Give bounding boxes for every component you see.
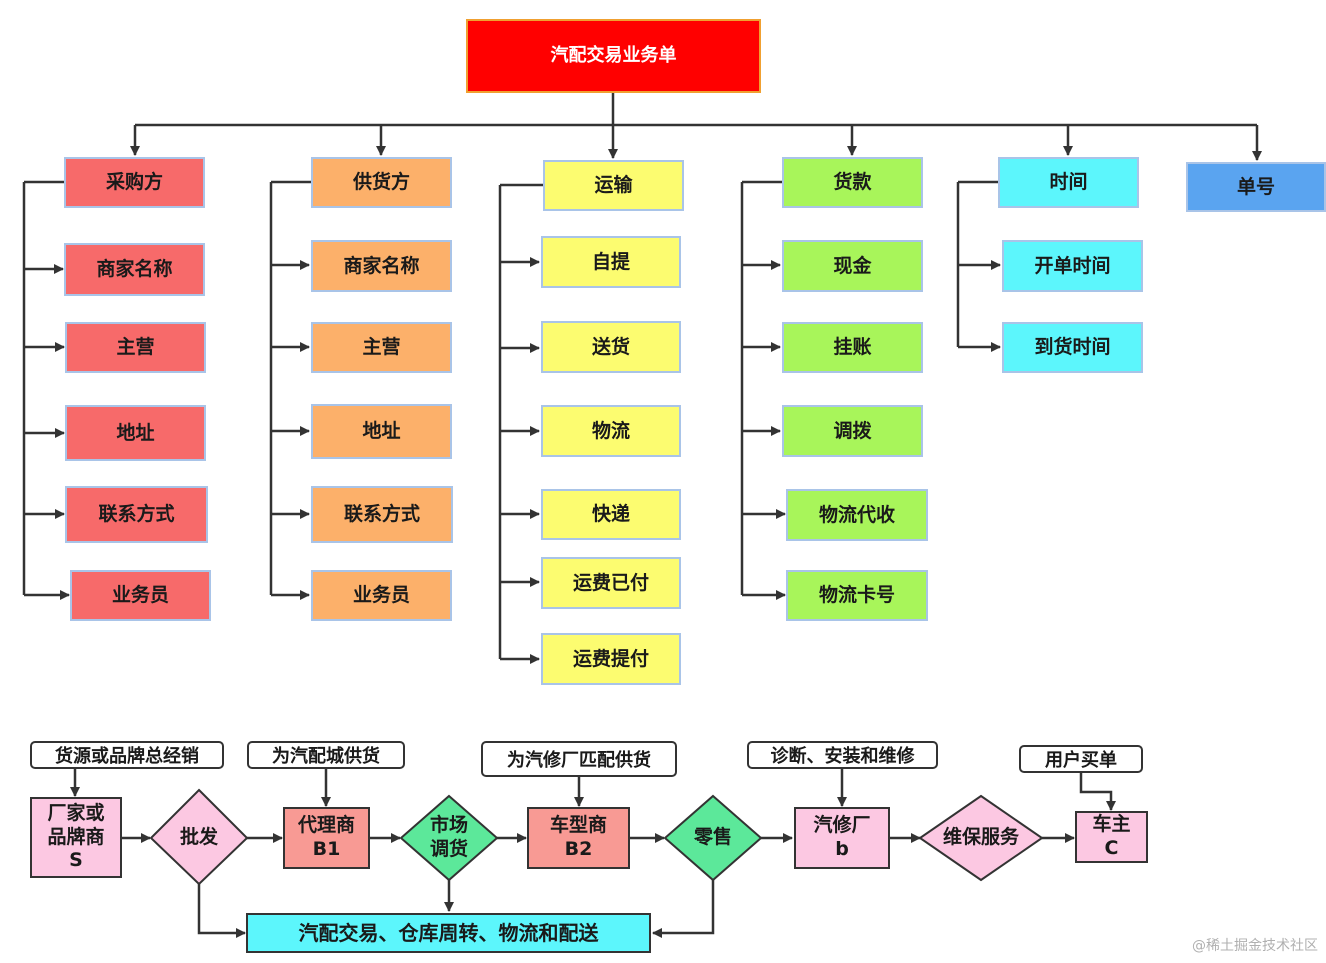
transport-title: 运输 (543, 160, 684, 211)
dealer-box: 车型商 B2 (527, 807, 630, 869)
market-line: 调货 (429, 838, 468, 860)
bottom-bar: 汽配交易、仓库周转、物流和配送 (246, 913, 651, 953)
market-diamond (399, 794, 499, 882)
market-label: 市场 调货 (415, 812, 483, 864)
agent-box: 代理商 B1 (283, 807, 370, 869)
market-line: 市场 (429, 814, 468, 837)
transport-item: 自提 (541, 236, 681, 288)
payment-item: 现金 (782, 240, 923, 292)
payment-item: 物流代收 (786, 489, 928, 541)
supplier-title: 供货方 (311, 157, 452, 208)
transport-item: 运费提付 (541, 633, 681, 685)
time-item: 到货时间 (1002, 322, 1143, 373)
buyer-item: 地址 (65, 405, 206, 461)
wholesale-label: 批发 (179, 826, 218, 849)
buyer-item: 联系方式 (65, 486, 208, 543)
manufacturer-line: 厂家或 (47, 801, 105, 824)
note-match: 为汽修厂匹配供货 (481, 741, 677, 777)
payment-item: 调拨 (782, 405, 923, 457)
supplier-item: 业务员 (311, 570, 452, 621)
agent-line: B1 (312, 838, 341, 860)
manufacturer-box: 厂家或 品牌商 S (30, 797, 122, 878)
transport-item: 运费已付 (541, 557, 681, 609)
wholesale-diamond (149, 788, 249, 886)
supplier-item: 地址 (311, 404, 452, 459)
manufacturer-line: 品牌商 (47, 825, 105, 848)
retail-label: 零售 (693, 826, 732, 849)
note-source: 货源或品牌总经销 (30, 741, 224, 769)
watermark: @稀土掘金技术社区 (1192, 938, 1318, 954)
dealer-line: B2 (564, 838, 593, 860)
owner-line: C (1104, 837, 1119, 859)
dealer-line: 车型商 (549, 814, 607, 837)
transport-item: 送货 (541, 321, 681, 373)
buyer-title: 采购方 (64, 157, 205, 208)
note-repair: 诊断、安装和维修 (747, 741, 938, 769)
time-item: 开单时间 (1002, 240, 1143, 292)
root-node: 汽配交易业务单 (466, 19, 761, 93)
time-title: 时间 (998, 157, 1139, 208)
repair-box: 汽修厂 b (794, 807, 890, 869)
buyer-item: 业务员 (70, 570, 211, 621)
payment-item: 物流卡号 (786, 570, 928, 621)
service-diamond (918, 794, 1044, 882)
supplier-item: 商家名称 (311, 240, 452, 292)
transport-item: 快递 (541, 489, 681, 540)
retail-diamond (663, 794, 763, 882)
number-title: 单号 (1186, 162, 1326, 212)
agent-line: 代理商 (297, 814, 355, 837)
supplier-item: 主营 (311, 322, 452, 373)
manufacturer-line: S (69, 849, 83, 872)
repair-line: 汽修厂 (813, 814, 871, 837)
buyer-item: 商家名称 (64, 243, 205, 296)
service-label: 维保服务 (942, 826, 1019, 849)
supplier-item: 联系方式 (311, 486, 453, 543)
transport-item: 物流 (541, 405, 681, 457)
note-pay: 用户买单 (1019, 745, 1143, 773)
owner-line: 车主 (1092, 813, 1131, 836)
note-supply: 为汽配城供货 (247, 741, 405, 769)
repair-line: b (835, 838, 849, 860)
payment-title: 货款 (782, 157, 923, 208)
buyer-item: 主营 (65, 322, 206, 373)
payment-item: 挂账 (782, 322, 923, 373)
owner-box: 车主 C (1075, 811, 1148, 863)
